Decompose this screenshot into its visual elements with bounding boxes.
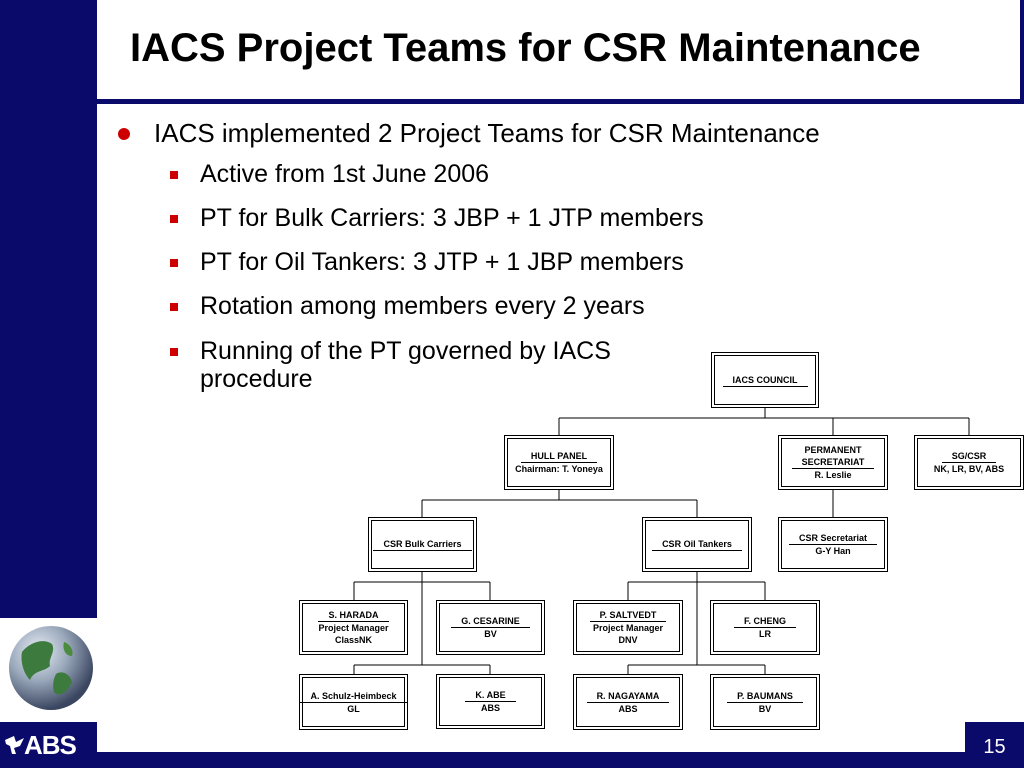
org-box-detail: BV [758,703,772,714]
org-box-schulz-heimbeck: A. Schulz-Heimbeck GL [299,674,408,730]
org-box-csr-secretariat: CSR Secretariat G-Y Han [778,517,888,572]
bullet-dot-icon [118,127,130,140]
org-box-abe: K. ABE ABS [436,674,545,729]
org-box-cheng: F. CHENG LR [710,600,820,655]
bottom-bar [97,752,1024,768]
org-box-sg-csr: SG/CSR NK, LR, BV, ABS [914,435,1024,490]
sub-bullet-text: PT for Bulk Carriers: 3 JBP + 1 JTP memb… [200,204,704,232]
org-box-name: P. SALTVEDT [589,609,667,622]
org-box-name: F. CHENG [733,615,796,628]
square-bullet-icon [170,348,178,356]
org-box-detail: GL [347,703,360,714]
org-box-name: P. BAUMANS [727,690,803,703]
org-box-nagayama: R. NAGAYAMA ABS [573,674,683,730]
main-bullet: IACS implemented 2 Project Teams for CSR… [118,118,820,149]
square-bullet-icon [170,259,178,267]
org-box-name: SG/CSR [941,450,997,463]
right-border [1020,0,1024,104]
org-box-name: R. NAGAYAMA [586,690,670,703]
square-bullet-icon [170,171,178,179]
eagle-icon [5,736,24,754]
page-number: 15 [965,722,1024,768]
org-box-name: CSR Secretariat [788,532,878,545]
sub-bullet-text: Running of the PT governed by IACS proce… [200,337,611,393]
org-box-detail: NK, LR, BV, ABS [933,464,1005,474]
org-box-permanent-secretariat: PERMANENT SECRETARIAT R. Leslie [778,435,888,490]
org-box-prefix: PERMANENT [804,445,862,455]
sub-bullet: PT for Oil Tankers: 3 JTP + 1 JBP member… [170,248,684,276]
org-box-csr-oil-tankers: CSR Oil Tankers [642,517,752,572]
globe-icon [9,626,93,710]
org-box-name: SECRETARIAT [791,456,875,469]
org-box-detail: BV [484,629,497,639]
org-council-label: IACS COUNCIL [722,374,808,387]
org-box-name: CSR Bulk Carriers [373,538,472,551]
globe-panel [0,618,97,722]
org-box-detail: R. Leslie [814,470,852,480]
title-divider [97,99,1024,104]
org-box-name: A. Schulz-Heimbeck [300,690,407,703]
org-box-detail: ABS [480,703,500,713]
square-bullet-icon [170,303,178,311]
org-box-harada: S. HARADA Project Manager ClassNK [299,600,408,655]
org-box-detail: LR [759,629,771,639]
org-box-baumans: P. BAUMANS BV [710,674,820,730]
org-box-role: Project Manager [318,623,389,633]
org-box-cesarine: G. CESARINE BV [436,600,545,655]
square-bullet-icon [170,215,178,223]
org-box-name: K. ABE [465,689,516,702]
sub-bullet: PT for Bulk Carriers: 3 JBP + 1 JTP memb… [170,204,704,232]
org-box-detail: DNV [618,635,638,645]
org-box-detail: ClassNK [334,635,372,645]
org-box-name: S. HARADA [318,609,389,622]
sub-bullet: Active from 1st June 2006 [170,160,489,188]
sub-bullet-line2: procedure [200,365,313,393]
org-box-name: G. CESARINE [451,615,530,628]
org-box-detail: Chairman: T. Yoneya [515,464,603,474]
org-box-name: HULL PANEL [520,450,598,463]
org-box-hull-panel: HULL PANEL Chairman: T. Yoneya [504,435,614,490]
logo-text: ABS [24,730,77,760]
org-box-name: CSR Oil Tankers [652,538,742,551]
org-box-saltvedt: P. SALTVEDT Project Manager DNV [573,600,683,655]
org-box-detail: ABS [618,703,638,714]
org-box-role: Project Manager [592,623,664,633]
sub-bullet-text: Rotation among members every 2 years [200,292,645,320]
page-title: IACS Project Teams for CSR Maintenance [130,26,921,70]
org-box-detail: G-Y Han [815,546,851,556]
sub-bullet-text: PT for Oil Tankers: 3 JTP + 1 JBP member… [200,248,684,276]
sub-bullet: Rotation among members every 2 years [170,292,645,320]
abs-logo: ABS [0,722,97,768]
sub-bullet-text: Active from 1st June 2006 [200,160,490,188]
org-box-council: IACS COUNCIL [711,352,819,408]
sub-bullet-line1: Running of the PT governed by IACS [200,337,611,365]
sub-bullet: Running of the PT governed by IACS proce… [170,337,611,393]
org-box-csr-bulk-carriers: CSR Bulk Carriers [368,517,477,572]
main-bullet-text: IACS implemented 2 Project Teams for CSR… [154,118,820,148]
